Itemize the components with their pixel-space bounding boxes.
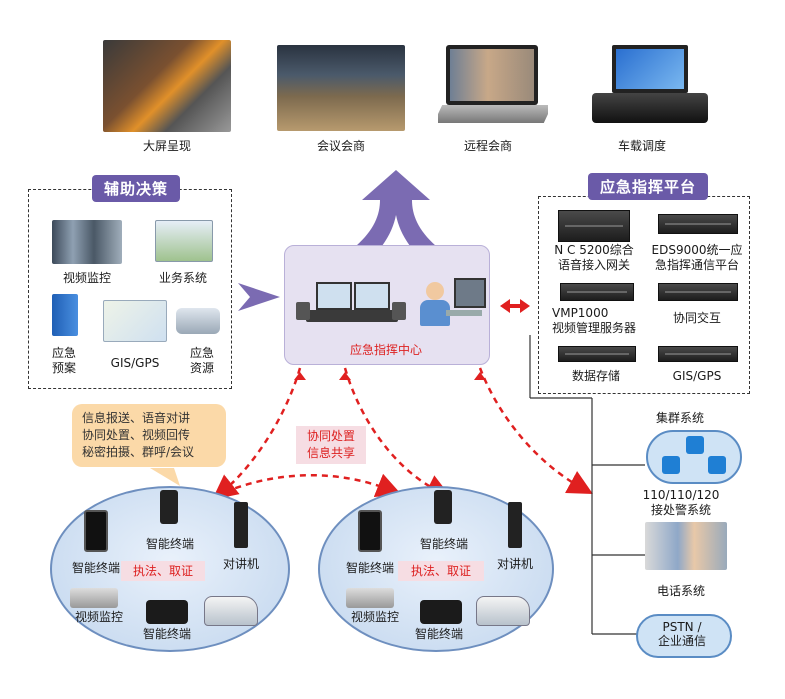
dash-between-groups	[224, 473, 402, 497]
g2-smart-top: 智能终端	[419, 537, 468, 551]
collab-line-1: 协同处置	[306, 429, 355, 443]
vmp1000-icon	[560, 283, 634, 301]
dash-center-to-right	[478, 367, 593, 495]
signal-icon	[662, 456, 680, 474]
eds9000-icon	[658, 214, 738, 234]
top-label-remote: 远程会商	[463, 139, 512, 153]
dash-center-to-mid-group	[343, 367, 452, 498]
console-icon	[296, 282, 408, 326]
top-label-meeting: 会议会商	[316, 139, 365, 153]
g2-enforcement: 执法、取证	[398, 561, 484, 581]
bubble-tail	[150, 468, 180, 486]
smartphone-icon-2	[358, 510, 382, 552]
smart-terminal-icon	[160, 490, 178, 524]
g1-smart-bottom: 智能终端	[142, 627, 191, 641]
gis-server-icon	[658, 346, 738, 362]
right-double-arrow	[500, 299, 530, 313]
vehicle-icon	[204, 596, 258, 626]
business-system-icon	[155, 220, 213, 262]
platform-label-storage: 数据存储	[571, 369, 620, 383]
info-bubble: 信息报送、语音对讲 协同处置、视频回传 秘密拍摄、群呼/会议	[72, 404, 226, 467]
camera-icon	[70, 588, 118, 608]
smartphone-icon	[84, 510, 108, 552]
camera-icon-2	[346, 588, 394, 608]
aux-label-plan: 应急 预案	[51, 346, 76, 375]
aux-label-business: 业务系统	[158, 271, 207, 285]
g1-smart-top: 智能终端	[145, 537, 194, 551]
g1-camera: 视频监控	[74, 610, 123, 624]
left-arrow	[238, 283, 280, 311]
up-arrow	[356, 170, 436, 246]
command-center-label: 应急指挥中心	[349, 343, 422, 357]
police-system-label: 110/110/120 接处警系统	[642, 488, 720, 517]
collab-icon	[658, 283, 738, 301]
vehicle-icon-2	[476, 596, 530, 626]
platform-label-collab: 协同交互	[672, 311, 721, 325]
tablet-icon-2	[420, 600, 462, 624]
platform-title: 应急指挥平台	[588, 173, 709, 200]
operator-icon	[420, 276, 486, 328]
vehicle-dispatch-photo	[592, 45, 708, 125]
tablet-icon	[146, 600, 188, 624]
phone-system-label: 电话系统	[656, 584, 705, 598]
dash-center-to-left-group	[212, 367, 302, 500]
platform-label-vmp1000: VMP1000 视频管理服务器	[552, 306, 637, 335]
platform-label-gis: GIS/GPS	[672, 369, 722, 383]
platform-label-eds9000: EDS9000统一应 急指挥通信平台	[651, 243, 743, 272]
radio-icon-2	[508, 502, 522, 548]
g2-smart-left: 智能终端	[345, 561, 394, 575]
g1-smart-left: 智能终端	[71, 561, 120, 575]
big-screen-photo	[103, 40, 231, 132]
g2-smart-bottom: 智能终端	[414, 627, 463, 641]
storage-icon	[558, 346, 636, 362]
call-center-photo	[645, 522, 727, 570]
video-monitor-icon	[52, 220, 122, 264]
systems-connector	[529, 335, 645, 635]
g1-enforcement: 执法、取证	[121, 561, 205, 581]
remote-meeting-photo	[438, 45, 548, 125]
pstn-cloud	[636, 614, 732, 658]
cluster-system-label: 集群系统	[655, 411, 704, 425]
aux-label-resource: 应急 资源	[189, 346, 214, 375]
signal-icon	[708, 456, 726, 474]
g2-radio: 对讲机	[496, 557, 533, 571]
bubble-line-2: 协同处置、视频回传	[82, 428, 191, 442]
platform-label-nc5200: N C 5200综合 语音接入网关	[554, 243, 634, 272]
nc5200-icon	[558, 210, 630, 242]
gis-map-icon	[103, 300, 167, 342]
server-icon	[52, 294, 78, 336]
signal-icon	[686, 436, 704, 454]
pstn-label: PSTN / 企业通信	[657, 620, 706, 648]
cluster-cloud	[646, 430, 742, 484]
aux-label-video: 视频监控	[62, 271, 111, 285]
collab-label: 协同处置 信息共享	[296, 426, 366, 464]
collab-line-2: 信息共享	[306, 446, 355, 460]
aux-decision-title: 辅助决策	[92, 175, 181, 202]
radio-icon	[234, 502, 248, 548]
meeting-photo	[277, 45, 405, 131]
g2-camera: 视频监控	[350, 610, 399, 624]
bubble-line-3: 秘密拍摄、群呼/会议	[82, 445, 195, 459]
g1-radio: 对讲机	[222, 557, 259, 571]
top-label-big-screen: 大屏呈现	[142, 139, 191, 153]
resource-icon	[176, 308, 220, 334]
bubble-line-1: 信息报送、语音对讲	[82, 411, 191, 425]
smart-terminal-icon-2	[434, 490, 452, 524]
aux-label-gis: GIS/GPS	[110, 356, 160, 370]
top-label-vehicle: 车载调度	[617, 139, 666, 153]
